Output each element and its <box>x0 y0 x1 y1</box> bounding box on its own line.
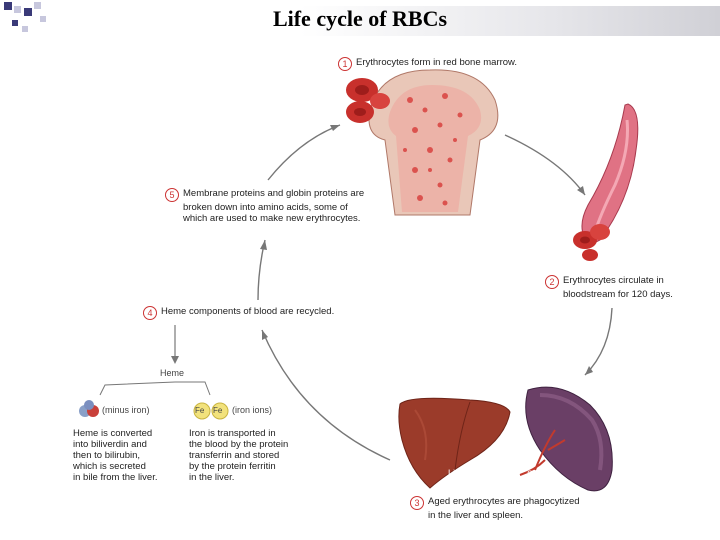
heme-label: Heme <box>160 368 185 378</box>
text-line: in bile from the liver. <box>73 472 158 483</box>
arrowhead <box>577 186 585 195</box>
step-number: 5 <box>165 188 179 202</box>
title-bar: Life cycle of RBCs <box>0 0 720 44</box>
slide-title: Life cycle of RBCs <box>272 6 448 31</box>
red-blood-cells-bone <box>346 78 390 123</box>
arrow-organs-to-heme <box>261 329 391 461</box>
fe-symbol: Fe <box>213 406 223 415</box>
arrow-bone-to-vessel <box>504 134 586 196</box>
step-text-line: broken down into amino acids, some of <box>183 202 348 213</box>
spleen-label: Spleen <box>527 469 556 479</box>
step-text: Heme components of blood are recycled. <box>161 306 335 317</box>
text-line: in the liver. <box>189 472 235 483</box>
text-line: then to bilirubin, <box>73 450 141 461</box>
step-text-line: which are used to make new erythrocytes. <box>183 213 361 224</box>
heme-molecule-icon <box>79 400 99 417</box>
liver-label: Liver <box>448 468 468 478</box>
step-number: 2 <box>545 275 559 289</box>
iron-ion-icons <box>193 402 229 420</box>
step-text-line: Aged erythrocytes are phagocytized <box>428 496 580 507</box>
bone-marrow-illustration <box>368 69 499 216</box>
step-5-label: 5 Membrane proteins and globin proteins a… <box>165 188 364 224</box>
arrowhead <box>330 125 340 131</box>
step-2-label: 2 Erythrocytes circulate in bloodstream f… <box>545 275 673 300</box>
step-text-line: Membrane proteins and globin proteins ar… <box>183 188 365 199</box>
title-gradient <box>300 6 720 36</box>
heme-fate-text: Heme is converted into biliverdin and th… <box>73 428 157 483</box>
bullet-square <box>24 8 32 16</box>
bullet-square <box>22 26 28 32</box>
bullet-square <box>40 16 46 22</box>
step-number: 3 <box>410 496 424 510</box>
step-number: 1 <box>338 57 352 71</box>
text-line: transferrin and stored <box>189 450 280 461</box>
iron-fate-text: Iron is transported in the blood by the … <box>189 428 288 483</box>
arrowhead <box>262 330 268 340</box>
text-line: Iron is transported in <box>189 428 276 439</box>
step-text-line: bloodstream for 120 days. <box>563 289 673 300</box>
bullet-square <box>34 2 41 9</box>
arrow-heme-split <box>99 381 211 396</box>
bullet-square <box>4 2 12 10</box>
liver-illustration <box>398 397 511 489</box>
bullet-square <box>14 6 21 13</box>
iron-ions-label: (iron ions) <box>232 405 273 415</box>
text-line: which is secreted <box>73 461 146 472</box>
step-1-label: 1 Erythrocytes form in red bone marrow. <box>338 57 517 71</box>
step-3-label: 3 Aged erythrocytes are phagocytized in t… <box>410 496 580 521</box>
arrow-proteins-to-bone <box>267 124 341 181</box>
text-line: Heme is converted <box>73 428 153 439</box>
step-4-label: 4 Heme components of blood are recycled. <box>143 306 334 320</box>
text-line: the blood by the protein <box>189 439 289 450</box>
step-text-line: Erythrocytes circulate in <box>563 275 664 286</box>
minus-iron-label: (minus iron) <box>102 405 150 415</box>
spleen-illustration <box>519 386 613 492</box>
bullet-square <box>12 20 18 26</box>
rbc-cycle-diagram <box>79 69 639 492</box>
fe-symbol: Fe <box>195 406 205 415</box>
text-line: by the protein ferritin <box>189 461 276 472</box>
arrowhead <box>260 240 267 250</box>
blood-vessel-illustration <box>573 103 639 261</box>
step-number: 4 <box>143 306 157 320</box>
arrow-vessel-to-organs <box>584 307 613 376</box>
arrowhead <box>171 356 179 364</box>
text-line: into biliverdin and <box>73 439 147 450</box>
step-text-line: in the liver and spleen. <box>428 510 524 521</box>
arrowhead <box>585 366 593 375</box>
step-text: Erythrocytes form in red bone marrow. <box>356 57 518 68</box>
